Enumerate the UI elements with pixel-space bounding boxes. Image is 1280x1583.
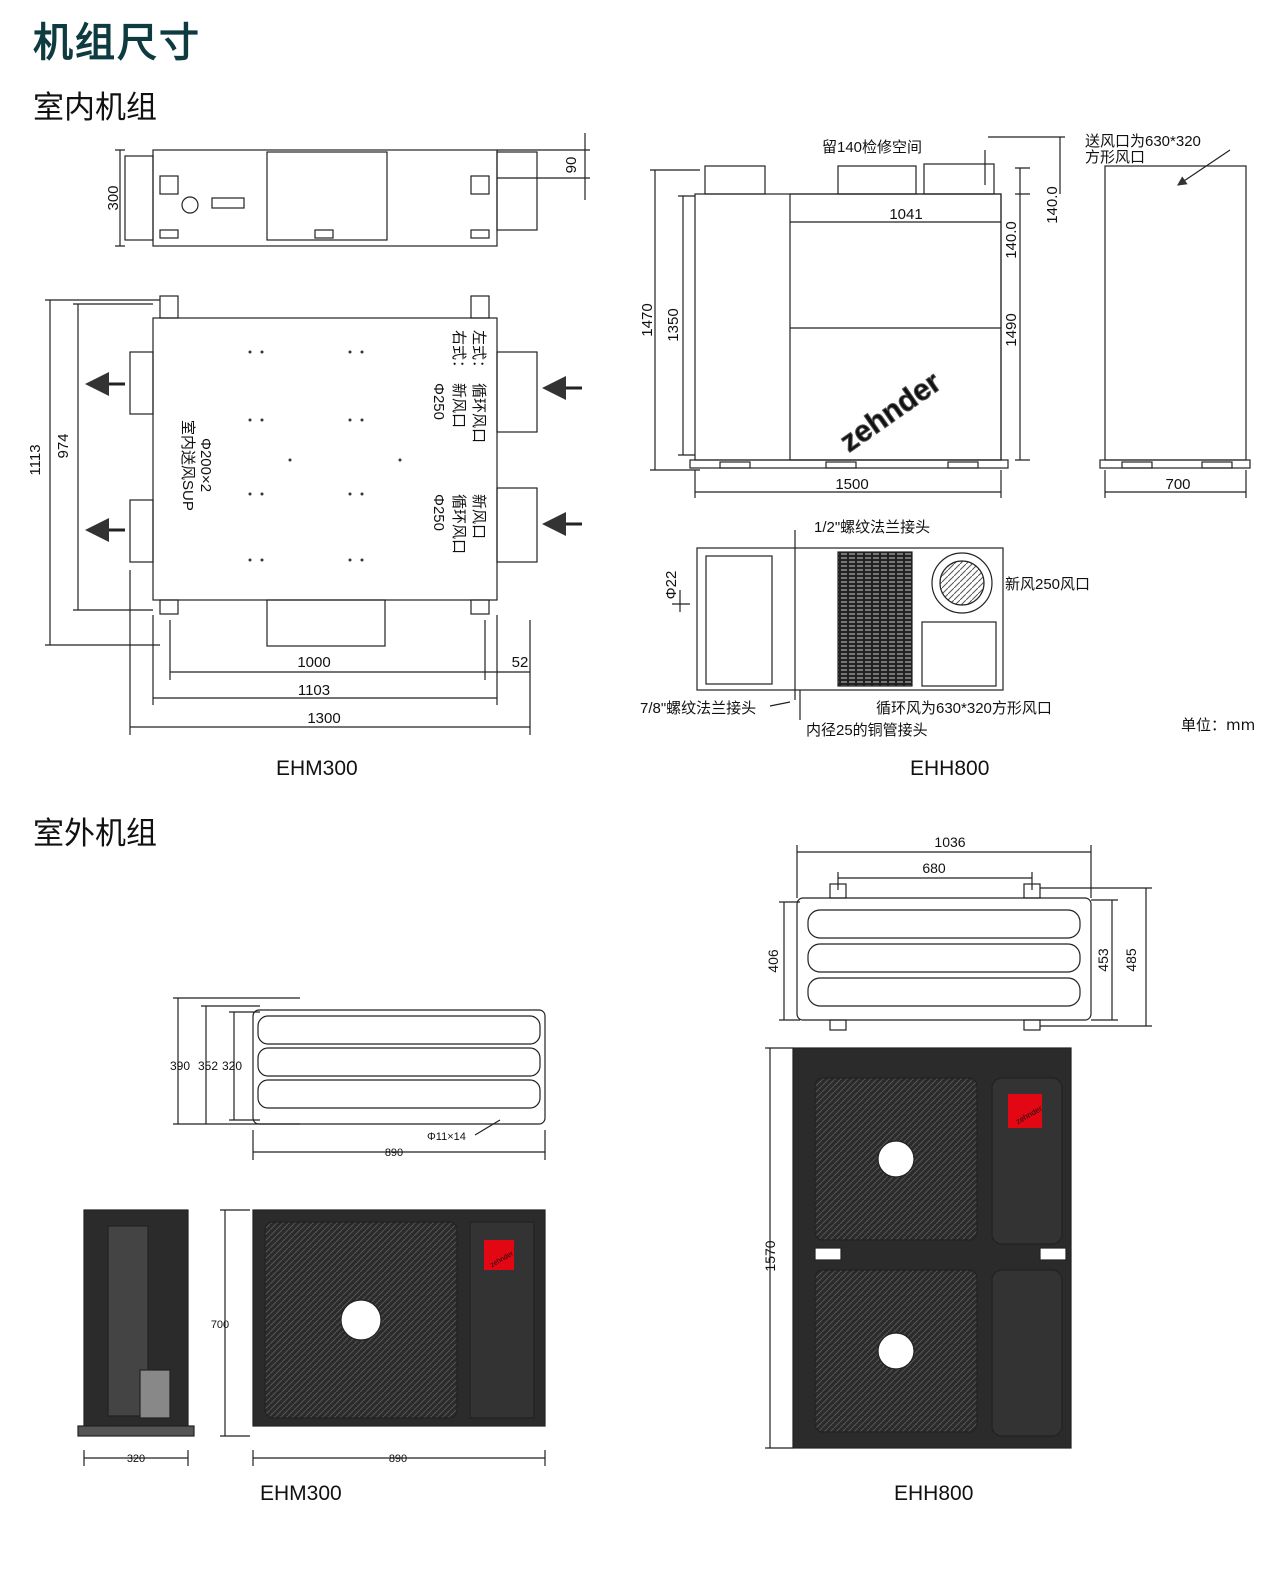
ehh800-indoor-front-view [650,136,1065,498]
ehm300-od-dim-700: 700 [211,1319,229,1331]
ehm300-phi-bottom: Φ250 [430,494,447,531]
ehm300-indoor-top-view [115,133,590,247]
ehh800-od-dim-453: 453 [1095,948,1111,972]
ehh800-indoor-side-view [1099,149,1251,498]
ehm300-dim-1103: 1103 [298,682,330,699]
ehh800-outdoor-front-view [765,1047,1072,1449]
ehm300-dim-1000: 1000 [297,654,330,671]
ehm300-outdoor-side-view [77,1209,195,1466]
ehh800-outlet-note-1: 送风口为630*320 [1085,133,1201,150]
ehh800-od-dim-1036: 1036 [934,834,965,850]
ehh800-dim-140b: 140.0 [1044,186,1061,224]
ehm300-right-label: 右式： [450,330,467,375]
ehh800-outlet-note-2: 方形风口 [1085,149,1145,166]
ehm300-fresh-bottom: 新风口 [470,494,487,539]
ehh800-dim-1350: 1350 [665,308,682,341]
ehh800-indoor-caption: EHH800 [910,757,990,780]
ehh800-dim-140a: 140.0 [1003,221,1020,259]
page-title: 机组尺寸 [33,20,201,66]
indoor-heading: 室内机组 [33,90,157,126]
ehh800-flange-78: 7/8"螺纹法兰接头 [640,700,756,717]
ehm300-od-dim-390: 390 [170,1059,190,1073]
ehm300-supply-phi: Φ200×2 [197,438,214,492]
ehm300-logo [484,1240,514,1270]
ehm300-outdoor-top-view [173,997,546,1160]
ehm300-outdoor-caption: EHM300 [260,1482,342,1505]
outdoor-heading: 室外机组 [33,816,157,852]
ehm300-duct-dim: 90 [563,157,580,174]
ehm300-od-dim-352: 352 [198,1059,218,1073]
ehm300-od-dim-890b: 890 [389,1453,407,1465]
ehm300-od-phi: Φ11×14 [427,1131,466,1143]
ehh800-od-dim-406: 406 [765,949,781,973]
ehh800-service-space: 留140检修空间 [822,139,922,156]
ehm300-indoor-plan-view [45,295,582,735]
ehh800-dim-1500: 1500 [835,476,868,493]
ehh800-brand-mark: zehnder [834,366,947,459]
ehm300-top-height: 300 [105,185,122,210]
ehh800-dim-1490: 1490 [1003,313,1020,346]
ehh800-od-dim-680: 680 [922,860,946,876]
ehm300-rivets [248,350,402,562]
ehm300-indoor-caption: EHM300 [276,757,358,780]
ehm300-fresh-top: 新风口 [450,383,467,428]
ehm300-outdoor-front-view [220,1209,546,1466]
ehh800-return-630: 循环风为630*320方形风口 [876,700,1052,717]
ehh800-phi22: Φ22 [663,571,680,600]
ehh800-dim-700: 700 [1165,476,1190,493]
ehh800-dim-1470: 1470 [639,303,656,336]
ehm300-left-label: 左式： [470,330,487,375]
ehm300-od-dim-320b: 320 [127,1453,145,1465]
ehh800-od-dim-1570: 1570 [762,1240,778,1271]
ehm300-supply: 室内送风SUP [179,420,196,511]
ehh800-dim-1041: 1041 [889,206,922,223]
ehh800-outdoor-caption: EHH800 [894,1482,974,1505]
ehm300-dim-1113: 1113 [27,444,44,475]
ehh800-od-dim-485: 485 [1123,948,1139,972]
ehm300-return-top: 循环风口 [470,383,487,443]
ehm300-phi-top: Φ250 [430,383,447,420]
ehm300-dim-52: 52 [512,654,529,671]
ehm300-od-dim-320a: 320 [222,1059,242,1073]
ehh800-outdoor-top-view [779,845,1152,1031]
ehh800-fresh-250: 新风250风口 [1005,576,1090,593]
ehh800-copper: 内径25的铜管接头 [806,722,928,739]
ehh800-indoor-internal-view [672,530,1004,720]
ehm300-dim-1300: 1300 [307,710,340,727]
ehh800-logo [1008,1094,1042,1128]
ehm300-dim-974: 974 [55,433,72,458]
ehm300-return-bottom: 循环风口 [450,494,467,554]
unit-label: 单位：mm [1181,716,1256,734]
ehh800-flange-half: 1/2"螺纹法兰接头 [814,519,930,536]
ehm300-od-dim-890a: 890 [385,1147,403,1159]
